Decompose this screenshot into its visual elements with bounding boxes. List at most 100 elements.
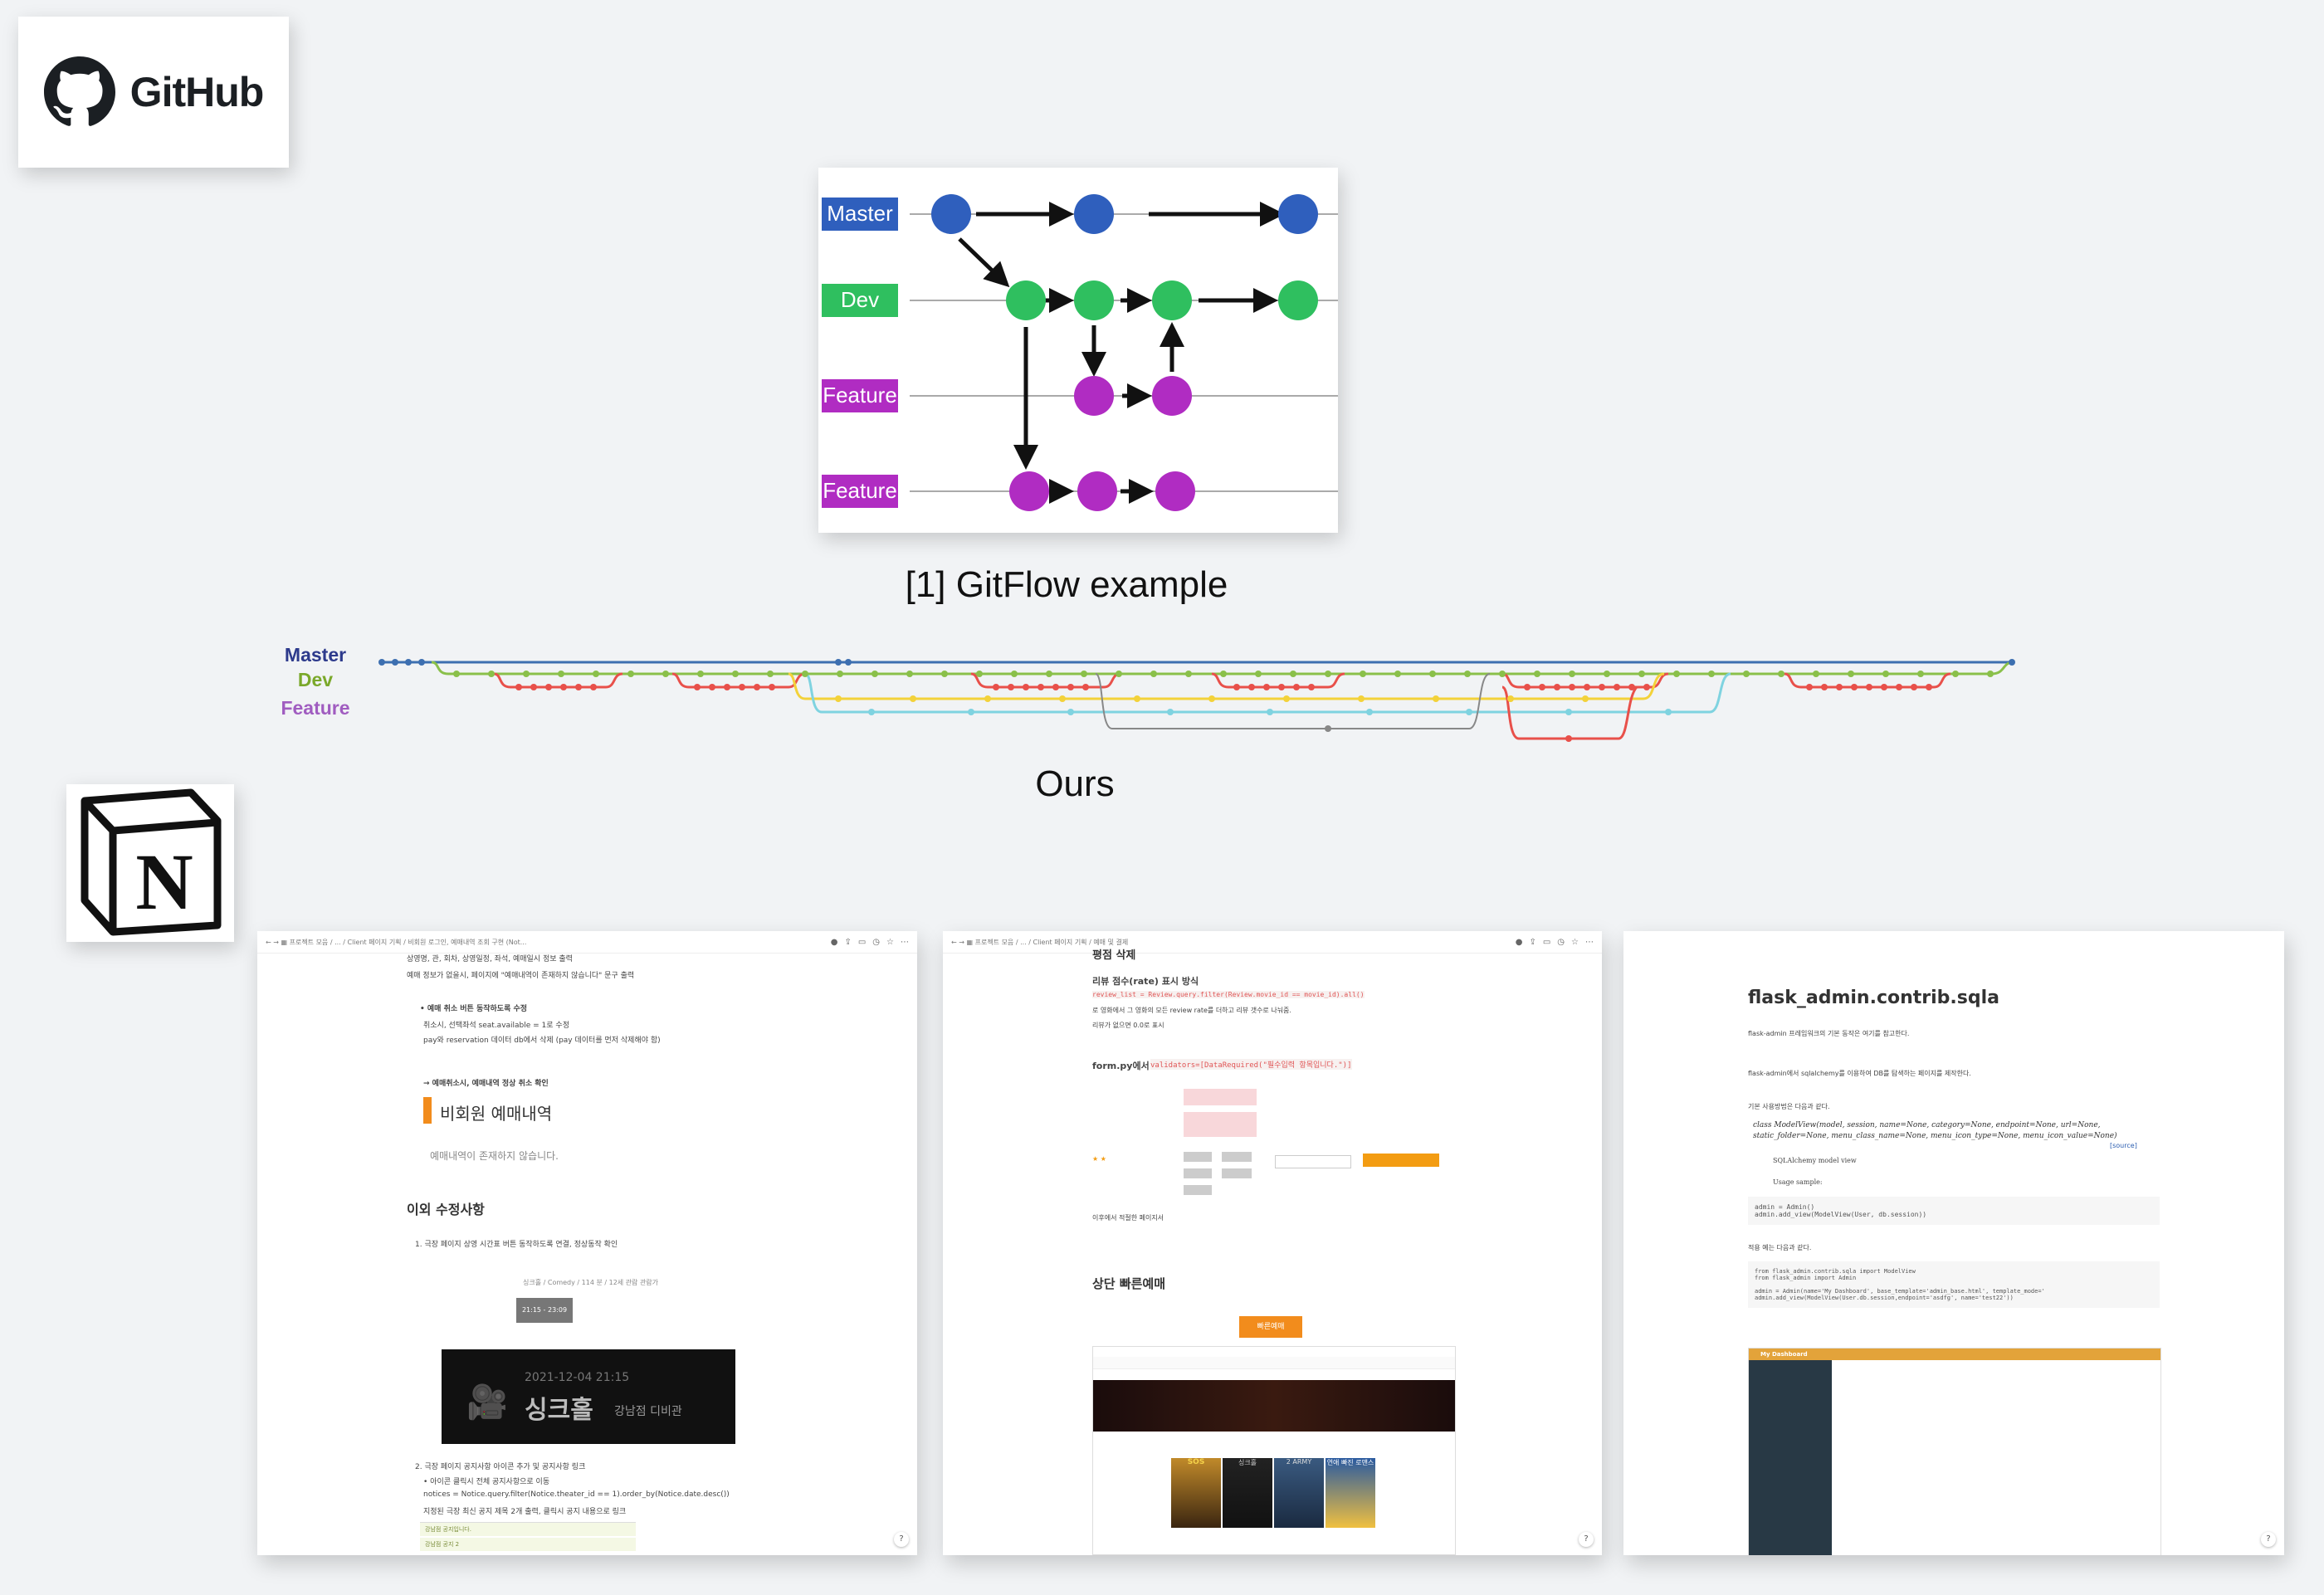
commit-dot-feature xyxy=(575,684,582,690)
commit-dot-feature xyxy=(1507,695,1514,702)
commit-dot-feature xyxy=(1052,684,1059,690)
commit-dot-master xyxy=(418,659,425,666)
clock-icon[interactable]: ◷ xyxy=(872,937,881,947)
table-row[interactable]: 강남점 공지 2 xyxy=(420,1538,636,1551)
notice-row-title: 강남점 공지 2 xyxy=(425,1541,460,1548)
code-block-usage: admin = Admin() admin.add_view(ModelView… xyxy=(1748,1197,2160,1225)
commit-dev-3 xyxy=(1152,280,1192,320)
quick-booking-button[interactable]: 빠른예매 xyxy=(1239,1316,1302,1338)
more-icon[interactable]: ⋯ xyxy=(1585,937,1594,947)
avatar-icon[interactable]: ● xyxy=(830,937,838,947)
help-button[interactable]: ? xyxy=(2261,1532,2276,1547)
poster-title: 2 ARMY xyxy=(1286,1458,1312,1466)
list-item: 1. 극장 페이지 상영 시간표 버튼 동작하도록 연결, 정상동작 확인 xyxy=(415,1241,618,1249)
notion-topbar: ← → ▦ 프로젝트 모음 / ... / Client 페이지 기획 / 예매… xyxy=(943,931,1602,954)
commit-feature2-1 xyxy=(1009,471,1049,511)
admin-dashboard-preview: My Dashboard xyxy=(1748,1348,2161,1555)
commit-dot-dev xyxy=(1708,671,1715,677)
commit-dot-dev xyxy=(627,671,634,677)
commit-dot-feature xyxy=(1569,684,1575,690)
form-preview: ★ ★ xyxy=(1092,1082,1466,1207)
commit-dot-master xyxy=(378,659,385,666)
commit-dot-feature xyxy=(530,684,537,690)
poster[interactable]: 싱크홀 xyxy=(1223,1458,1272,1528)
date-input[interactable] xyxy=(1275,1155,1351,1168)
breadcrumb[interactable]: ← → ▦ 프로젝트 모음 / ... / Client 페이지 기획 / 예매… xyxy=(951,938,1129,946)
poster-title: 연애 빠진 로맨스 xyxy=(1326,1459,1374,1466)
commit-dot-dev xyxy=(802,671,808,677)
commit-dot-feature xyxy=(1866,684,1872,690)
poster[interactable]: 연애 빠진 로맨스 xyxy=(1326,1458,1375,1528)
doc-desc: 기본 사용방법은 다음과 같다. xyxy=(1748,1103,1830,1110)
commit-dot-feature xyxy=(1263,684,1270,690)
clock-icon[interactable]: ◷ xyxy=(1557,937,1565,947)
text-line: 취소시, 선택좌석 seat.available = 1로 수정 xyxy=(423,1022,569,1030)
gitflow-diagram: Master Dev Feature Feature xyxy=(822,194,1338,511)
doc-desc: 적용 예는 다음과 같다. xyxy=(1748,1244,1812,1251)
commit-dot-feature xyxy=(1628,684,1635,690)
commit-dot-feature xyxy=(515,684,522,690)
commit-dot-dev xyxy=(1325,671,1331,677)
commit-dot-feature xyxy=(1038,684,1044,690)
share-icon[interactable]: ⇪ xyxy=(1529,937,1536,947)
breadcrumb[interactable]: ← → ▦ 프로젝트 모음 / ... / Client 페이지 기획 / 비회… xyxy=(266,938,527,946)
commit-dot-feature xyxy=(1278,684,1285,690)
avatar-icon[interactable]: ● xyxy=(1515,937,1523,947)
poster[interactable]: 2 ARMY xyxy=(1274,1458,1324,1528)
option-button[interactable] xyxy=(1222,1168,1252,1178)
movie-info: 싱크홀 / Comedy / 114 분 / 12세 관람 관람가 xyxy=(523,1279,659,1286)
commit-dot-dev xyxy=(837,671,843,677)
rating-stars: ★ ★ xyxy=(1092,1155,1106,1163)
poster[interactable]: SOS xyxy=(1171,1458,1221,1528)
commit-dot-dev xyxy=(488,671,495,677)
option-button[interactable] xyxy=(1184,1152,1212,1162)
option-button[interactable] xyxy=(1184,1185,1212,1195)
option-button[interactable] xyxy=(1222,1152,1252,1162)
commit-dot-feature xyxy=(984,695,991,702)
label-box-feature-1 xyxy=(822,379,898,412)
help-button[interactable]: ? xyxy=(894,1532,909,1547)
notice-row-title: 강남점 공지입니다. xyxy=(425,1526,471,1533)
source-link[interactable]: [source] xyxy=(2110,1142,2137,1149)
commit-dot-feature xyxy=(1665,709,1672,715)
commit-dev-1 xyxy=(1006,280,1046,320)
label-box-feature-2 xyxy=(822,475,898,508)
commit-dot-feature xyxy=(694,684,701,690)
commit-dot-feature xyxy=(1267,709,1273,715)
form-title: form.py에서 xyxy=(1092,1061,1150,1071)
legend-feature: Feature xyxy=(281,697,350,719)
commit-dot-feature xyxy=(1881,684,1887,690)
quick-booking-label: 빠른예매 xyxy=(1257,1323,1285,1331)
commit-dot-dev xyxy=(732,671,739,677)
movie-banner: 🎥 2021-12-04 21:15 싱크홀 강남점 디비관 xyxy=(442,1349,735,1444)
comment-icon[interactable]: ▭ xyxy=(857,937,867,947)
commit-dot-feature xyxy=(1233,684,1240,690)
option-button[interactable] xyxy=(1184,1168,1212,1178)
more-icon[interactable]: ⋯ xyxy=(901,937,909,947)
list-item: 2. 극장 페이지 공지사항 아이콘 추가 및 공지사항 링크 xyxy=(415,1463,586,1471)
commit-dot-dev xyxy=(1569,671,1575,677)
table-row[interactable]: 강남점 공지입니다. xyxy=(420,1523,636,1536)
api-signature: class ModelView(model, session, name=Non… xyxy=(1753,1120,2135,1142)
star-icon[interactable]: ☆ xyxy=(1571,937,1579,947)
commit-dot-dev xyxy=(976,671,983,677)
comment-icon[interactable]: ▭ xyxy=(1542,937,1551,947)
commit-dot-feature xyxy=(1082,684,1089,690)
commit-dot-feature xyxy=(1926,684,1932,690)
help-button[interactable]: ? xyxy=(1579,1532,1594,1547)
commit-dot-feature xyxy=(1584,684,1590,690)
camera-icon: 🎥 xyxy=(466,1383,508,1422)
commit-dot-feature xyxy=(1023,684,1029,690)
feature-red-3 xyxy=(970,672,1121,689)
rate-code: review_list = Review.query.filter(Review… xyxy=(1092,991,1365,998)
text-line: pay와 reservation 데이터 db에서 삭제 (pay 데이터를 먼… xyxy=(423,1037,661,1045)
label-box-dev xyxy=(822,284,898,317)
star-icon[interactable]: ☆ xyxy=(886,937,894,947)
share-icon[interactable]: ⇪ xyxy=(844,937,852,947)
submit-button[interactable] xyxy=(1363,1154,1439,1167)
commit-dot-feature xyxy=(1008,684,1014,690)
commit-dot-dev xyxy=(941,671,948,677)
time-button[interactable]: 21:15 - 23:09 xyxy=(516,1298,573,1323)
heading-top: 평점 삭제 xyxy=(1092,949,1136,962)
commit-dot-dev xyxy=(1185,671,1192,677)
